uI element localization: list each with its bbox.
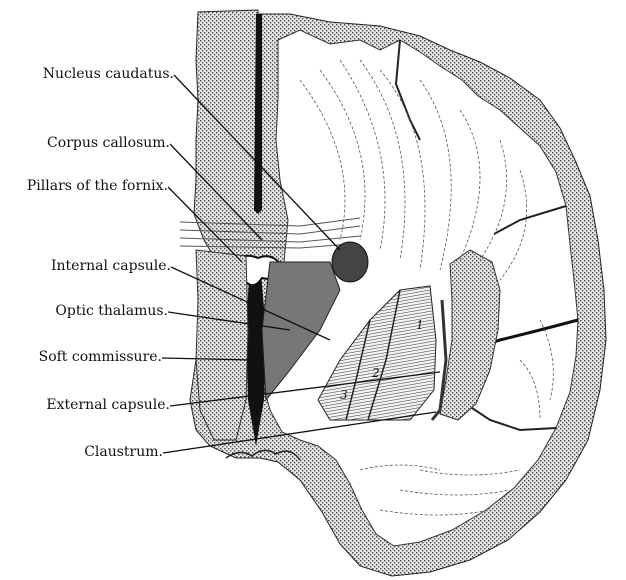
label-soft-commissure: Soft commissure. xyxy=(8,349,162,365)
label-pillars-fornix: Pillars of the fornix. xyxy=(4,178,168,194)
medial-grey-matter xyxy=(196,250,248,440)
label-optic-thalamus: Optic thalamus. xyxy=(8,303,168,319)
label-nucleus-caudatus: Nucleus caudatus. xyxy=(8,66,174,82)
label-corpus-callosum: Corpus callosum. xyxy=(8,135,170,151)
label-internal-capsule: Internal capsule. xyxy=(8,258,171,274)
label-external-capsule: External capsule. xyxy=(8,397,170,413)
lenticular-number-2: 2 xyxy=(372,366,380,380)
lenticular-number-3: 3 xyxy=(340,388,348,402)
lenticular-number-1: 1 xyxy=(416,318,424,332)
label-claustrum: Claustrum. xyxy=(8,444,163,460)
